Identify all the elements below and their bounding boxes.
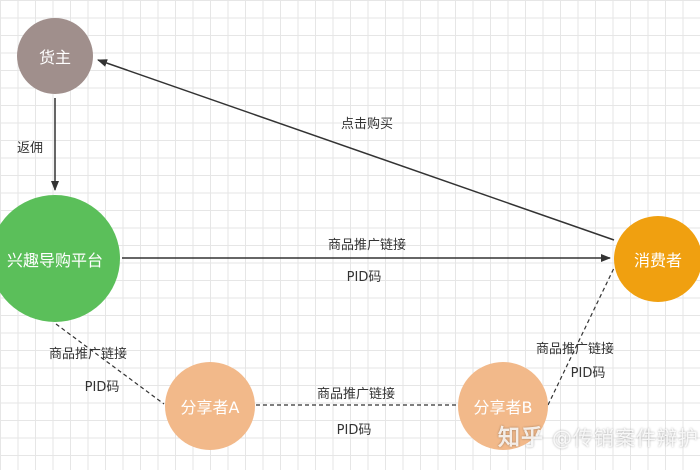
node-consumer: 消费者 xyxy=(614,216,700,302)
node-merchant-label: 货主 xyxy=(38,48,71,67)
node-platform-label: 兴趣导购平台 xyxy=(6,250,103,270)
node-sharer-b-label: 分享者B xyxy=(473,398,533,417)
watermark-handle: @传销案件辩护 xyxy=(552,426,700,450)
edge-label-platform-sharer-a-bottom: PID码 xyxy=(84,380,120,395)
edge-label-sharer-a-b-top: 商品推广链接 xyxy=(316,387,396,402)
edge-label-sharer-b-consumer-top: 商品推广链接 xyxy=(535,342,615,357)
edge-label-rebate: 返佣 xyxy=(16,141,44,156)
edge-label-platform-sharer-a-top: 商品推广链接 xyxy=(48,347,128,362)
watermark: 知乎 @传销案件辩护 xyxy=(498,420,699,452)
node-sharer-a: 分享者A xyxy=(165,362,255,450)
edge-platform-sharer-a xyxy=(55,323,165,405)
edge-label-sharer-b-consumer-bottom: PID码 xyxy=(570,366,606,381)
edge-click-buy xyxy=(97,59,615,241)
edge-label-platform-consumer-top: 商品推广链接 xyxy=(327,238,407,253)
edge-label-click-buy: 点击购买 xyxy=(340,117,394,132)
watermark-brand: 知乎 xyxy=(498,426,545,451)
node-consumer-label: 消费者 xyxy=(633,251,682,270)
edge-label-platform-consumer-bottom: PID码 xyxy=(346,270,382,285)
node-platform: 兴趣导购平台 xyxy=(0,195,120,322)
node-sharer-b: 分享者B xyxy=(458,362,548,450)
edge-label-sharer-a-b-bottom: PID码 xyxy=(336,423,372,438)
edge-sharer-b-consumer xyxy=(547,267,615,406)
node-sharer-a-label: 分享者A xyxy=(180,398,240,417)
node-merchant: 货主 xyxy=(17,18,93,94)
